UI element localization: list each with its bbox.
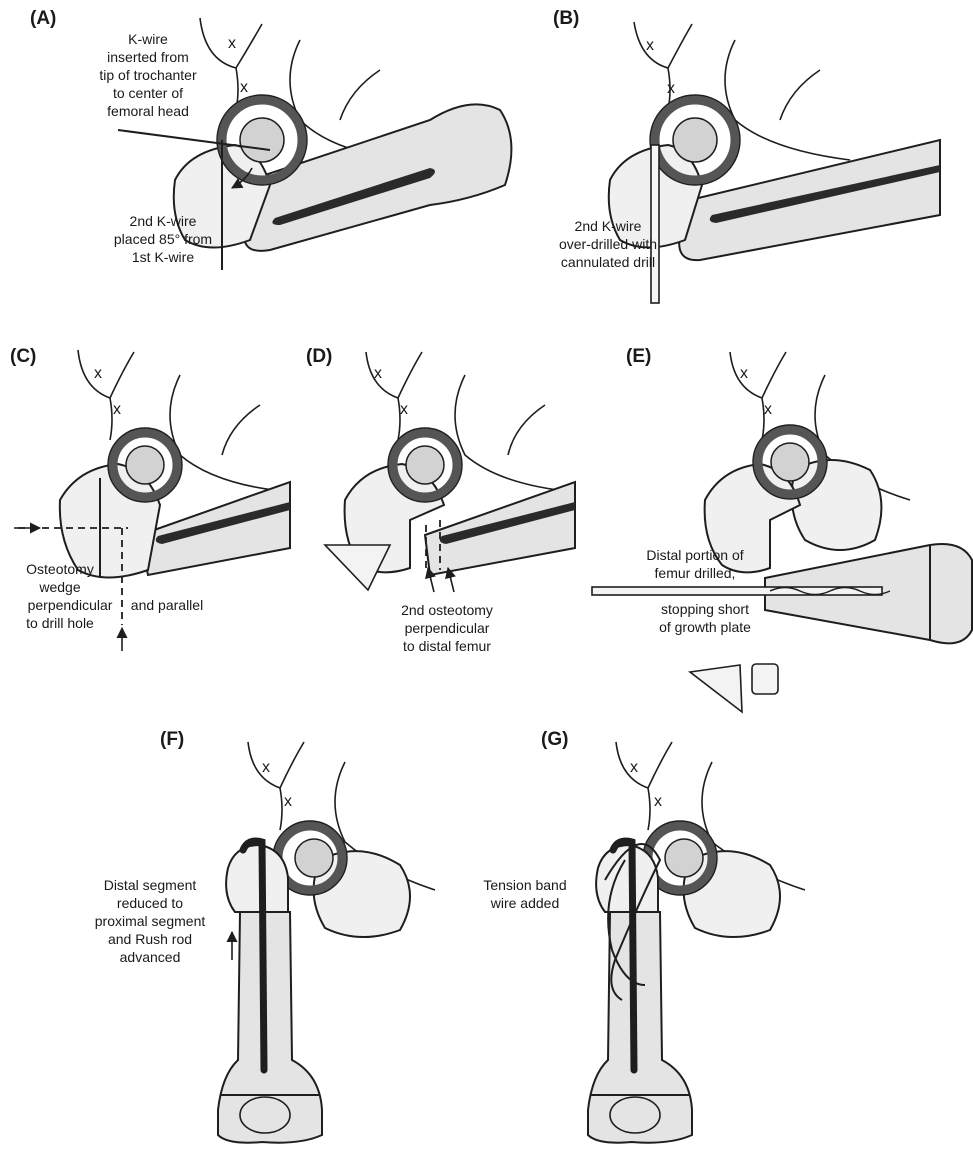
svg-text:femoral head: femoral head [107,103,189,119]
svg-text:Distal segment: Distal segment [104,877,197,893]
svg-text:placed 85° from: placed 85° from [114,231,212,247]
distal-femur [218,912,322,1143]
femoral-head [240,118,284,162]
pelvis-x-mark-lower: x [284,793,292,810]
panel-g: (G) x x Tension band wire added [483,729,805,1143]
panel-f: (F) x x Distal segment reduced to proxim… [95,729,435,1143]
femoral-head [126,446,164,484]
svg-text:over-drilled with: over-drilled with [559,236,657,252]
svg-text:2nd K-wire: 2nd K-wire [575,218,642,234]
svg-text:2nd K-wire: 2nd K-wire [130,213,197,229]
svg-text:stopping short: stopping short [661,601,749,617]
note-a-first-wire: K-wire inserted from tip of trochanter t… [99,31,197,119]
panel-c: (C) x x Osteotomy wedge perpendicular an… [10,346,290,651]
pelvis-x-mark-lower: x [400,401,408,418]
svg-text:advanced: advanced [120,949,181,965]
panel-a: (A) x x K-wire inserted from tip of troc… [30,8,511,270]
pelvis-x-mark-upper: x [228,35,236,52]
panel-g-label: (G) [541,729,568,750]
svg-text:to drill hole: to drill hole [26,615,94,631]
panel-e-label: (E) [626,346,651,367]
pelvis-x-mark-upper: x [374,365,382,382]
pelvis-x-mark-upper: x [630,759,638,776]
svg-text:to center of: to center of [113,85,183,101]
removed-wedge [690,665,742,712]
panel-b-label: (B) [553,8,579,29]
pelvis-x-mark-lower: x [667,80,675,97]
pelvis-x-mark-lower: x [240,79,248,96]
proximal-segment [226,845,288,912]
panel-a-label: (A) [30,8,56,29]
panel-e: (E) x x Distal portion of femur drilled,… [592,346,972,712]
removed-segment [752,664,778,694]
svg-text:K-wire: K-wire [128,31,168,47]
pelvis-x-mark-lower: x [654,793,662,810]
note-d: 2nd osteotomy perpendicular to distal fe… [401,602,493,654]
svg-text:Distal portion of: Distal portion of [646,547,743,563]
svg-text:to distal femur: to distal femur [403,638,491,654]
distal-femur [588,912,692,1143]
svg-text:perpendicular: perpendicular [405,620,490,636]
femoral-head [406,446,444,484]
note-g: Tension band wire added [483,877,566,911]
pelvis-x-mark-upper: x [740,365,748,382]
svg-text:and Rush rod: and Rush rod [108,931,192,947]
panel-f-label: (F) [160,729,184,750]
femoral-head [673,118,717,162]
svg-text:Tension band: Tension band [483,877,566,893]
svg-text:2nd osteotomy: 2nd osteotomy [401,602,493,618]
note-f: Distal segment reduced to proximal segme… [95,877,206,965]
svg-text:inserted from: inserted from [107,49,189,65]
svg-text:wire added: wire added [490,895,560,911]
svg-text:wedge: wedge [38,579,80,595]
femoral-head [771,443,809,481]
svg-text:and parallel: and parallel [131,597,203,613]
svg-text:perpendicular: perpendicular [28,597,113,613]
svg-text:femur drilled,: femur drilled, [655,565,736,581]
pelvis-x-mark-lower: x [764,401,772,418]
cannulated-drill [651,145,659,303]
svg-text:of growth plate: of growth plate [659,619,751,635]
pelvis-x-mark-lower: x [113,401,121,418]
panel-b: (B) x x 2nd K-wire over-drilled with can… [553,8,940,303]
pelvis-x-mark-upper: x [262,759,270,776]
svg-text:cannulated drill: cannulated drill [561,254,655,270]
femoral-head [295,839,333,877]
panel-d: (D) x x 2nd osteotomy perpendicular to d… [306,346,575,654]
svg-text:Osteotomy: Osteotomy [26,561,94,577]
svg-text:1st K-wire: 1st K-wire [132,249,194,265]
svg-text:tip of trochanter: tip of trochanter [99,67,197,83]
pelvis-x-mark-upper: x [94,365,102,382]
femoral-head [665,839,703,877]
panel-c-label: (C) [10,346,36,367]
pelvis-x-mark-upper: x [646,37,654,54]
svg-text:proximal segment: proximal segment [95,913,206,929]
panel-d-label: (D) [306,346,332,367]
svg-text:reduced to: reduced to [117,895,183,911]
